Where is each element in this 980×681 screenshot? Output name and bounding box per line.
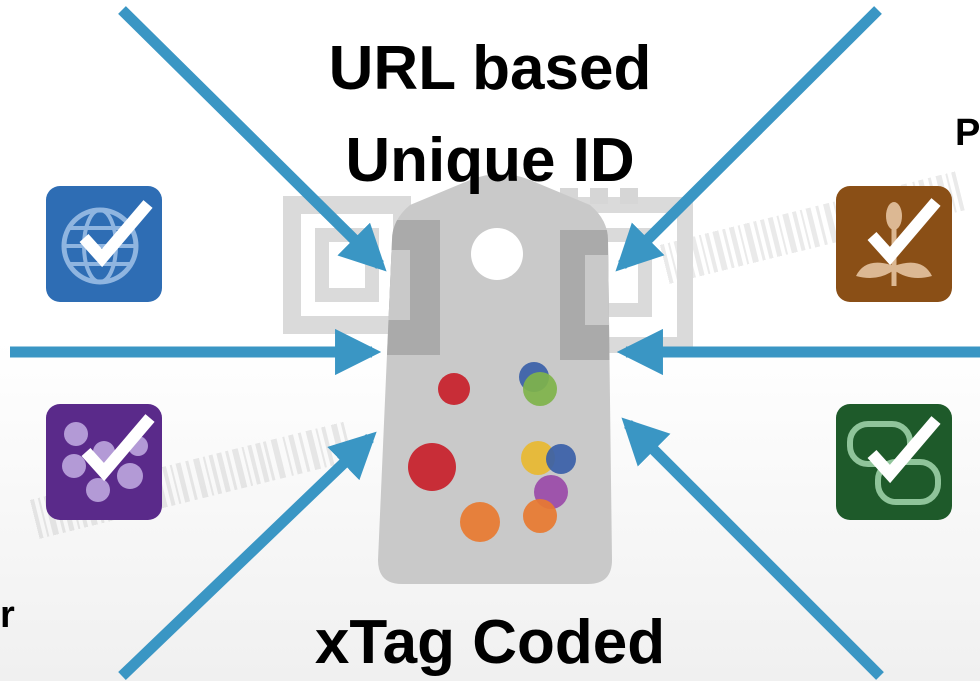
arrow-top-right: [615, 6, 882, 272]
tag-dot: [523, 499, 557, 533]
tag-dot: [460, 502, 500, 542]
globe-check-icon: [46, 186, 162, 302]
molecule-check-icon: [46, 404, 162, 520]
link-check-icon: [836, 404, 952, 520]
tag-dot: [523, 372, 557, 406]
arrows: [10, 6, 980, 680]
partial-label-bottom-left: r: [0, 594, 15, 636]
headline-line-1: URL based: [328, 34, 652, 103]
headline-line-2: Unique ID: [345, 126, 635, 195]
plant-check-icon: [836, 186, 952, 302]
arrow-top-left: [118, 6, 387, 272]
arrow-bottom-right: [621, 417, 884, 680]
tag-dot: [438, 373, 470, 405]
tag-dots: [408, 362, 576, 542]
tag-dot: [546, 444, 576, 474]
tag-hole: [471, 228, 523, 280]
arrow-bottom-left: [118, 431, 377, 680]
partial-label-top-right: P: [955, 112, 980, 154]
tag-dot: [408, 443, 456, 491]
footer-label: xTag Coded: [314, 608, 666, 677]
tag-dot: [521, 441, 555, 475]
